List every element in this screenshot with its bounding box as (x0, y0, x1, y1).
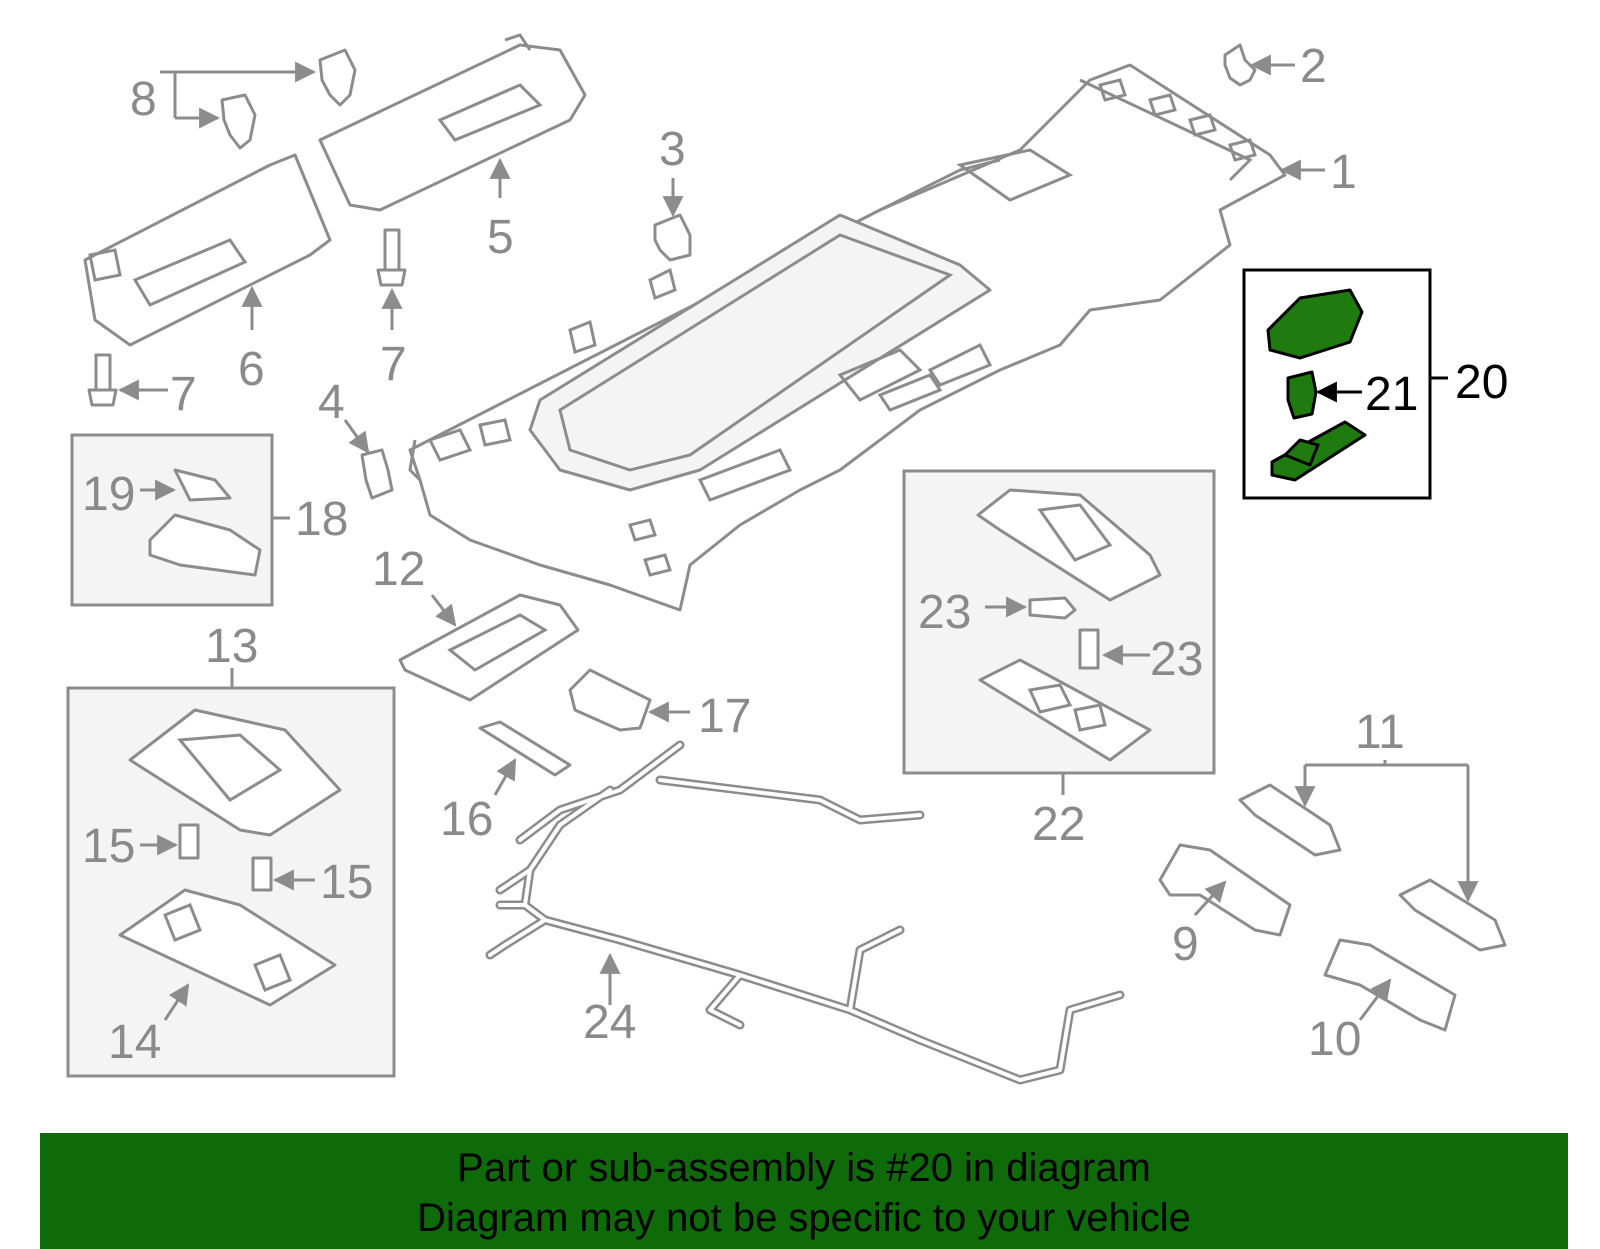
callout-24: 24 (583, 996, 636, 1049)
clip-part-8a (318, 48, 357, 107)
sun-visor-part-6 (83, 153, 332, 347)
callout-12: 12 (372, 543, 425, 596)
callout-6: 6 (238, 343, 265, 396)
callout-7b: 7 (170, 368, 197, 421)
callout-16: 16 (440, 793, 493, 846)
screw-part-7a (376, 228, 407, 287)
callout-15b: 15 (320, 856, 373, 909)
headliner-part (408, 63, 1287, 612)
callout-14: 14 (108, 1016, 161, 1069)
callout-17: 17 (698, 690, 751, 743)
callout-23a: 23 (918, 586, 971, 639)
callout-4: 4 (318, 376, 345, 429)
banner-line-1: Part or sub-assembly is #20 in diagram (457, 1146, 1151, 1190)
banner-line-2: Diagram may not be specific to your vehi… (417, 1196, 1191, 1240)
screw-part-7b (87, 353, 118, 407)
callout-8: 8 (130, 73, 157, 126)
callout-7a: 7 (380, 338, 407, 391)
box-part-18 (70, 433, 274, 607)
callout-13: 13 (205, 620, 258, 673)
callout-9: 9 (1172, 918, 1199, 971)
callout-10: 10 (1308, 1013, 1361, 1066)
clip-part-4 (360, 448, 394, 500)
clip-part-8b (220, 93, 257, 150)
bracket-part-11a (1238, 783, 1342, 857)
callout-11: 11 (1355, 706, 1405, 759)
callout-21: 21 (1365, 368, 1418, 421)
callout-1: 1 (1330, 146, 1357, 199)
callout-5: 5 (487, 211, 514, 264)
clip-part-2 (1223, 43, 1257, 87)
lamp-cover-part-12 (398, 593, 580, 702)
bracket-part-11b (1398, 878, 1507, 952)
info-banner: Part or sub-assembly is #20 in diagram D… (40, 1133, 1568, 1249)
box-part-20 (1242, 268, 1432, 500)
box-part-22 (902, 469, 1216, 775)
leader-lines (117, 54, 1479, 1021)
sun-visor-part-5 (318, 33, 587, 212)
callout-23b: 23 (1150, 633, 1203, 686)
trim-part-16 (478, 720, 572, 777)
callout-3: 3 (659, 123, 686, 176)
callout-19: 19 (82, 468, 135, 521)
callout-2: 2 (1300, 40, 1327, 93)
callout-18: 18 (295, 493, 348, 546)
clip-part-3 (653, 213, 692, 262)
bracket-part-17 (568, 668, 652, 732)
box-part-13 (66, 686, 396, 1078)
callout-20: 20 (1455, 356, 1508, 409)
wiring-harness-part-24 (485, 740, 1125, 1085)
callout-15a: 15 (82, 820, 135, 873)
callout-22: 22 (1032, 798, 1085, 851)
